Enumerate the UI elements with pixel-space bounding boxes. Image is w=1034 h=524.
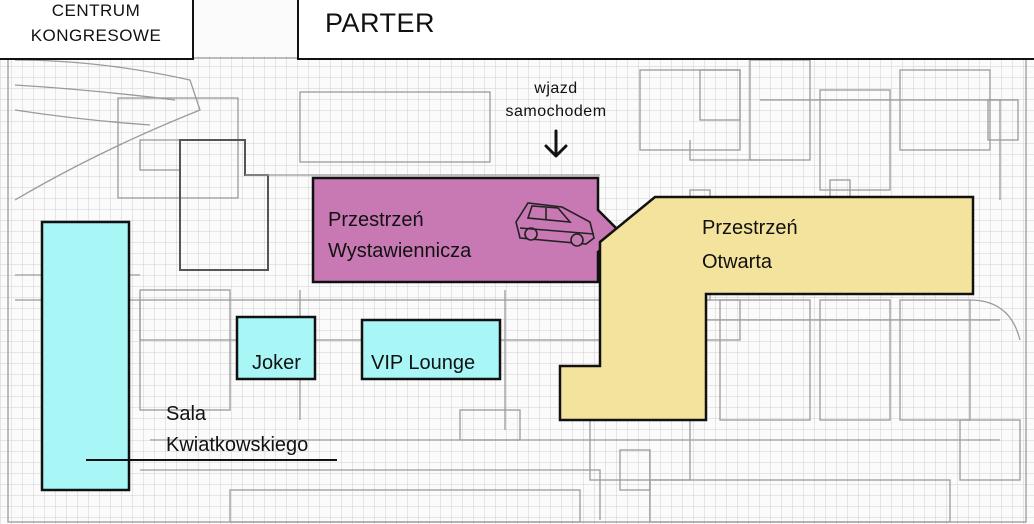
room-open-space[interactable] bbox=[558, 195, 975, 422]
room-vip-lounge[interactable] bbox=[360, 318, 502, 381]
car-entry-label-line2: samochodem bbox=[505, 103, 607, 120]
exhibition-label-line1: Przestrzeń bbox=[328, 209, 424, 231]
room-kwiatkowski[interactable] bbox=[40, 220, 131, 492]
car-icon bbox=[515, 202, 595, 247]
building-label-line2: KONGRESOWE bbox=[30, 26, 162, 45]
exhibition-label-line2: Wystawiennicza bbox=[328, 240, 472, 262]
floor-label-box bbox=[297, 0, 1034, 60]
building-label-box: CENTRUM KONGRESOWE bbox=[0, 0, 194, 60]
vip-lounge-label: VIP Lounge bbox=[371, 352, 476, 374]
car-entry-label-line1: wjazd bbox=[534, 80, 578, 97]
arrow-down-icon bbox=[544, 129, 568, 158]
kwiatkowski-label-line2: Kwiatkowskiego bbox=[166, 434, 309, 456]
joker-label: Joker bbox=[252, 352, 301, 374]
open-space-label-line2: Otwarta bbox=[702, 251, 773, 273]
room-joker[interactable] bbox=[235, 315, 317, 381]
open-space-label-line1: Przestrzeń bbox=[702, 217, 798, 239]
building-label-line1: CENTRUM bbox=[51, 1, 141, 20]
floor-title: PARTER bbox=[325, 8, 436, 38]
kwiatkowski-label-line1: Sala bbox=[166, 403, 207, 425]
building-walls bbox=[7, 57, 1027, 523]
